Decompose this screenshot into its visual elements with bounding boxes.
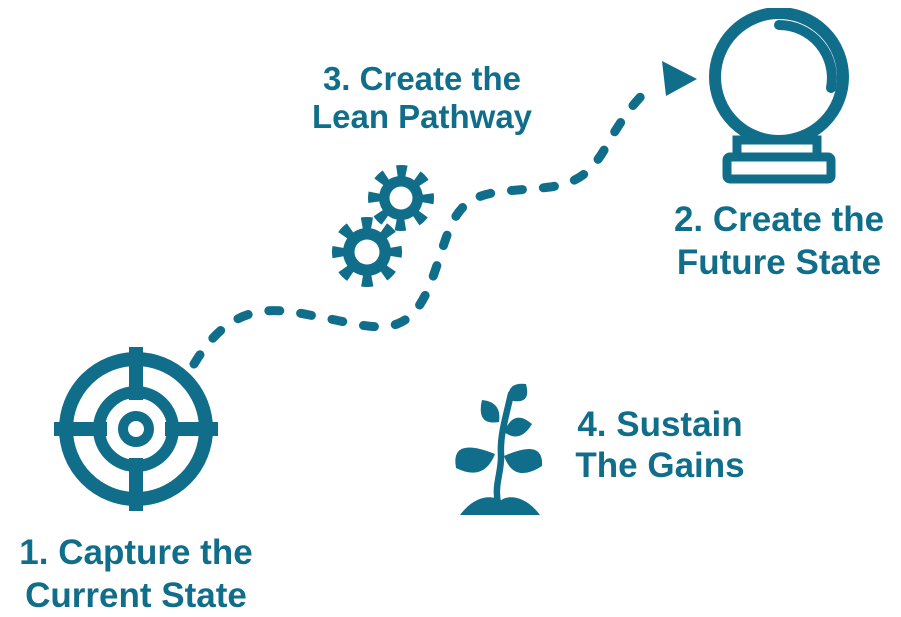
seedling-leaf-big-left [455, 447, 495, 473]
seedling-icon [455, 383, 543, 515]
arrowhead-icon [662, 61, 697, 96]
step-4-label: 4. Sustain The Gains [556, 404, 764, 486]
seedling-leaf-big-right [504, 448, 543, 474]
seedling-leaf-mid-right [504, 417, 532, 437]
seedling-stem [493, 390, 515, 507]
crystal-ball-highlight [774, 20, 837, 93]
crystal-ball-base-bottom [722, 152, 836, 184]
step-2-label-line2: Future State [676, 243, 882, 282]
step-2-label-line1: 2. Create the [673, 200, 885, 239]
seedling-leaf-upper-left [480, 400, 500, 423]
gear-upper [368, 165, 434, 231]
step-1-label: 1. Capture the Current State [0, 531, 272, 617]
gears-icon [332, 165, 434, 287]
dashed-curve [189, 80, 659, 369]
step-1-label-line1: 1. Capture the [19, 533, 253, 572]
step-3-label: 3. Create the Lean Pathway [287, 60, 557, 136]
seedling-mound [460, 497, 540, 515]
step-4-label-line1: 4. Sustain [577, 405, 743, 444]
crystal-ball-icon [709, 8, 849, 184]
step-3-label-line1: 3. Create the [322, 60, 522, 97]
step-1-label-line2: Current State [25, 576, 247, 615]
step-3-label-line2: Lean Pathway [311, 98, 533, 135]
target-icon [54, 347, 218, 511]
step-2-label: 2. Create the Future State [645, 198, 901, 284]
gear-lower [332, 217, 402, 287]
step-4-label-line2: The Gains [575, 446, 745, 485]
